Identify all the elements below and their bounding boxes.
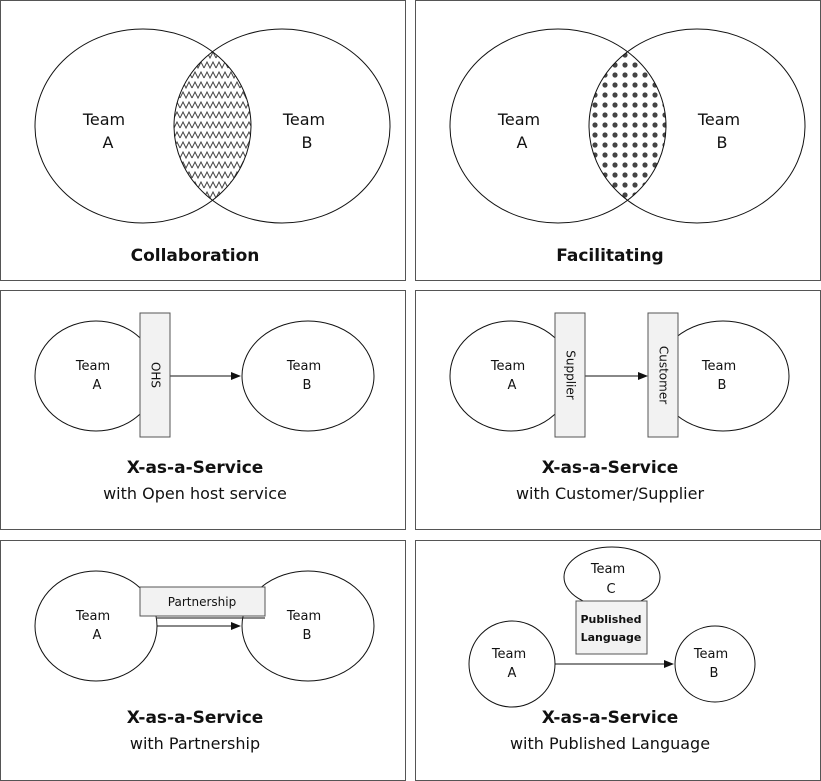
- team-a-letter: A: [93, 628, 102, 643]
- team-a-circle: [449, 320, 573, 432]
- team-a-letter: A: [508, 666, 517, 681]
- team-a-circle: [34, 320, 158, 432]
- facilitating-diagram: Team A Team B Facilitating: [449, 28, 806, 266]
- team-a-letter: A: [93, 378, 102, 393]
- team-b-label: Team: [286, 609, 321, 624]
- team-b-letter: B: [303, 628, 312, 643]
- team-c-label: Team: [590, 562, 625, 577]
- ohs-subtitle: with Open host service: [103, 484, 287, 503]
- team-b-circle: [674, 625, 756, 703]
- team-c-circle: [563, 546, 661, 608]
- team-a-circle: [34, 570, 158, 682]
- collaboration-overlap-hatch: [174, 29, 251, 223]
- team-b-letter: B: [303, 378, 312, 393]
- team-a-label: Team: [490, 359, 525, 374]
- team-a-label: Team: [75, 609, 110, 624]
- published-language-subtitle: with Published Language: [510, 734, 710, 753]
- team-b-circle: [588, 28, 806, 224]
- customer-supplier-subtitle: with Customer/Supplier: [516, 484, 704, 503]
- supplier-label: Supplier: [564, 350, 578, 400]
- collaboration-title: Collaboration: [131, 246, 260, 266]
- facilitating-overlap-dots: [589, 29, 666, 223]
- team-a-label: Team: [75, 359, 110, 374]
- partnership-title: X-as-a-Service: [127, 708, 264, 728]
- published-language-box: [575, 600, 648, 655]
- team-b-label: Team: [701, 359, 736, 374]
- team-b-label: Team: [286, 359, 321, 374]
- team-b-letter: B: [710, 666, 719, 681]
- team-b-label: Team: [282, 110, 325, 129]
- collaboration-diagram: Team A Team B Collaboration: [34, 28, 391, 266]
- partnership-subtitle: with Partnership: [130, 734, 260, 753]
- customer-supplier-diagram: Supplier Customer Team A Team B X-as-a-S…: [449, 312, 790, 503]
- team-b-circle: [241, 570, 375, 682]
- team-b-circle: [173, 28, 391, 224]
- published-language-label-line2: Language: [581, 631, 642, 644]
- team-a-letter: A: [508, 378, 517, 393]
- team-b-letter: B: [718, 378, 727, 393]
- team-b-label: Team: [697, 110, 740, 129]
- ohs-title: X-as-a-Service: [127, 458, 264, 478]
- customer-supplier-title: X-as-a-Service: [542, 458, 679, 478]
- team-b-letter: B: [302, 133, 313, 152]
- team-c-letter: C: [606, 582, 615, 597]
- team-a-label: Team: [497, 110, 540, 129]
- team-a-label: Team: [82, 110, 125, 129]
- team-b-label: Team: [693, 647, 728, 662]
- ohs-diagram: OHS Team A Team B X-as-a-Service with Op…: [34, 312, 375, 503]
- team-a-letter: A: [103, 133, 114, 152]
- team-a-circle: [34, 28, 252, 224]
- published-language-title: X-as-a-Service: [542, 708, 679, 728]
- team-a-circle: [449, 28, 667, 224]
- supplier-box: [554, 312, 586, 438]
- published-language-label-line1: Published: [580, 613, 641, 626]
- team-a-circle: [468, 620, 556, 708]
- customer-label: Customer: [657, 346, 671, 404]
- team-a-letter: A: [517, 133, 528, 152]
- facilitating-title: Facilitating: [556, 246, 663, 266]
- team-b-circle: [241, 320, 375, 432]
- ohs-label: OHS: [149, 362, 163, 388]
- published-language-diagram: Published Language Team C Team A Team B …: [468, 546, 756, 753]
- partnership-box: [139, 586, 266, 617]
- ohs-box: [139, 312, 171, 438]
- customer-box: [647, 312, 679, 438]
- team-b-letter: B: [717, 133, 728, 152]
- partnership-diagram: Partnership Team A Team B X-as-a-Service…: [34, 570, 375, 753]
- team-a-label: Team: [491, 647, 526, 662]
- partnership-label: Partnership: [168, 595, 236, 609]
